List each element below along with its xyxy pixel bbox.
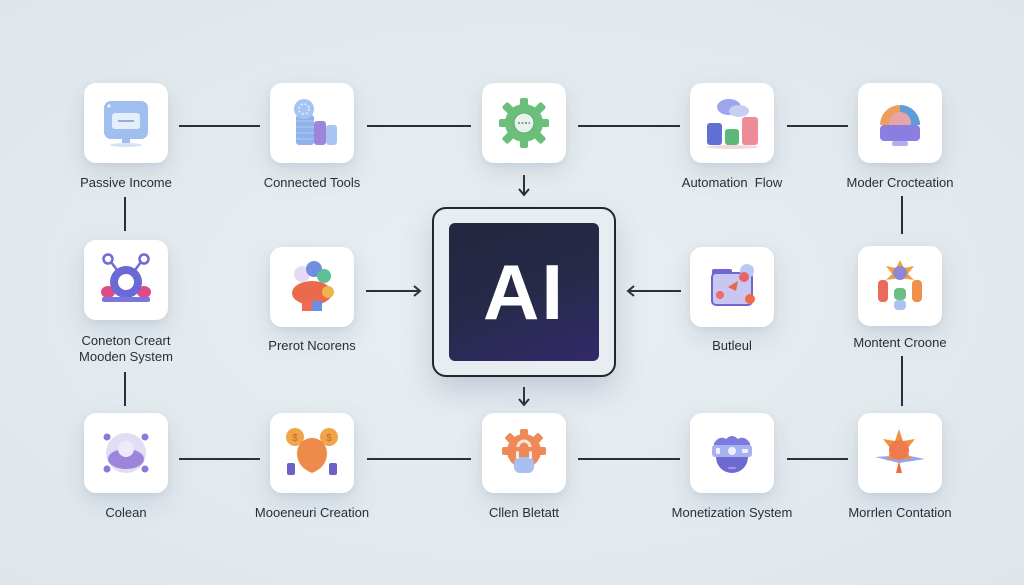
node-label: Mooden System: [79, 349, 173, 364]
svg-text:$: $: [292, 433, 298, 444]
bar-cylinders-icon: [706, 99, 758, 149]
connector-line: [179, 458, 260, 460]
node-label: Cllen Bletatt: [488, 505, 560, 520]
node-label: Passive Income: [80, 175, 172, 190]
node-label: Coneton Creart: [81, 333, 171, 348]
monitor-icon: [104, 101, 148, 147]
coin-character-icon: $ $: [286, 428, 338, 475]
ai-hub-screen: AI: [449, 223, 599, 361]
arrow-down-icon: [518, 175, 530, 197]
database-stack-icon: [294, 99, 337, 145]
connector-line: [787, 125, 848, 127]
dome-machine-icon: [880, 105, 920, 146]
ai-hub-label: AI: [483, 247, 565, 336]
connector-line: [901, 196, 903, 234]
node-mooeneuri-creation[interactable]: $ $: [270, 413, 354, 493]
node-label: Mooeneuri Creation: [254, 505, 370, 520]
node-cllen-bletatt[interactable]: [482, 413, 566, 493]
folder-media-icon: [711, 264, 755, 306]
network-sphere-icon: [103, 433, 149, 473]
ai-hub[interactable]: AI: [432, 207, 616, 377]
arrow-right-icon: [366, 285, 422, 297]
colorful-cluster-icon: [292, 261, 334, 311]
node-coneton-creart[interactable]: [84, 240, 168, 320]
connector-line: [367, 125, 471, 127]
node-colean[interactable]: [84, 413, 168, 493]
node-label: Montent Croone: [853, 335, 947, 350]
arrow-down-icon: [518, 387, 530, 407]
tubes-star-icon: [878, 260, 922, 310]
connector-line: [179, 125, 260, 127]
connector-line: [901, 356, 903, 406]
vr-headset-icon: [712, 436, 752, 473]
node-butleul[interactable]: [690, 247, 774, 327]
node-passive-income[interactable]: [84, 83, 168, 163]
node-montent-croone[interactable]: [858, 246, 942, 326]
node-label: Moder Crocteation: [846, 175, 954, 190]
node-label: Prerot Ncorens: [268, 338, 356, 353]
node-monetization-system[interactable]: [690, 413, 774, 493]
node-label: Colean: [105, 505, 147, 520]
connector-line: [578, 125, 680, 127]
node-label: Monetization System: [671, 505, 793, 520]
node-connected-tools[interactable]: [270, 83, 354, 163]
node-automation-flow[interactable]: [690, 83, 774, 163]
node-gear[interactable]: [482, 83, 566, 163]
gear-icon: [499, 98, 549, 148]
connector-line: [124, 197, 126, 231]
arrow-left-icon: [626, 285, 681, 297]
node-label: Automation Flow: [681, 175, 783, 190]
connector-line: [578, 458, 680, 460]
node-morrlen-contation[interactable]: [858, 413, 942, 493]
node-label: Morrlen Contation: [848, 505, 952, 520]
connector-line: [787, 458, 848, 460]
rocket-star-icon: [875, 429, 925, 473]
robot-ring-icon: [101, 253, 151, 302]
node-label: Connected Tools: [263, 175, 361, 190]
connector-line: [367, 458, 471, 460]
svg-text:$: $: [326, 433, 332, 444]
connector-line: [124, 372, 126, 406]
gear-hand-icon: [502, 429, 546, 473]
node-label: Butleul: [712, 338, 752, 353]
node-prerot-ncorens[interactable]: [270, 247, 354, 327]
node-moder-crocteation[interactable]: [858, 83, 942, 163]
